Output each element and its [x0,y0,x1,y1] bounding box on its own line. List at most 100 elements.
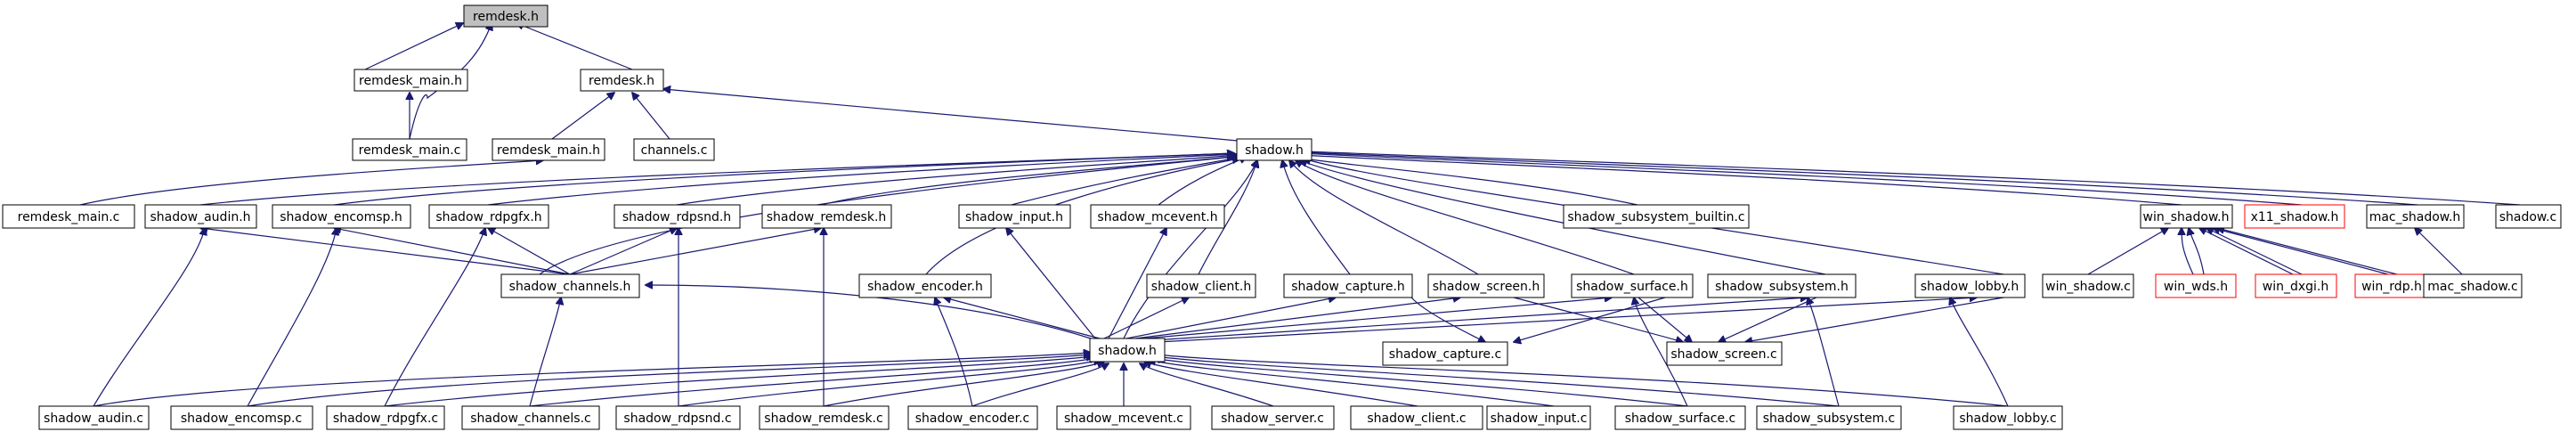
node-remdesk-main-h[interactable]: remdesk_main.h [353,69,468,92]
svg-text:shadow_rdpgfx.c: shadow_rdpgfx.c [333,412,438,426]
edge [334,228,571,275]
node-shadow-subsystem-builtin-c[interactable]: shadow_subsystem_builtin.c [1563,204,1750,229]
svg-text:shadow_audin.c: shadow_audin.c [44,412,143,426]
svg-text:shadow_audin.h: shadow_audin.h [150,210,250,224]
svg-text:mac_shadow.c: mac_shadow.c [2427,280,2517,294]
edge [944,298,1101,339]
node-shadow-h[interactable]: shadow.h [1236,138,1312,161]
svg-text:shadow.c: shadow.c [2499,210,2557,224]
edge [820,156,1239,206]
node-x11-shadow-h[interactable]: x11_shadow.h [2244,204,2345,229]
node-remdesk-h[interactable]: remdesk.h [580,69,664,92]
node-channels-c[interactable]: channels.c [633,138,715,161]
node-shadow-rdpgfx-h[interactable]: shadow_rdpgfx.h [428,204,549,229]
edge [1296,160,1635,275]
edge [1140,363,1274,407]
svg-text:shadow_screen.h: shadow_screen.h [1433,280,1540,294]
node-shadow-encomsp-c[interactable]: shadow_encomsp.c [170,405,313,430]
node-shadow-channels-h[interactable]: shadow_channels.h [500,273,640,298]
node-shadow-subsystem-h[interactable]: shadow_subsystem.h [1707,273,1857,298]
edge [2415,228,2463,275]
node-remdesk-h-root[interactable]: remdesk.h [463,4,549,28]
edge [632,93,670,140]
node-shadow-h-2[interactable]: shadow.h [1089,338,1166,363]
edge [1144,362,1418,407]
node-mac-shadow-h[interactable]: mac_shadow.h [2366,204,2465,229]
node-shadow-surface-h[interactable]: shadow_surface.h [1571,273,1694,298]
svg-text:shadow_screen.c: shadow_screen.c [1670,347,1776,362]
node-win-dxgi-h[interactable]: win_dxgi.h [2255,273,2337,298]
svg-text:shadow_surface.h: shadow_surface.h [1576,280,1688,294]
node-shadow-screen-h[interactable]: shadow_screen.h [1427,273,1545,298]
svg-text:remdesk.h: remdesk.h [589,74,654,88]
node-shadow-capture-h[interactable]: shadow_capture.h [1283,273,1413,298]
svg-text:shadow_encoder.c: shadow_encoder.c [915,412,1030,426]
node-shadow-capture-c[interactable]: shadow_capture.c [1382,341,1508,366]
node-shadow-encomsp-h[interactable]: shadow_encomsp.h [272,204,411,229]
node-shadow-lobby-c[interactable]: shadow_lobby.c [1953,405,2063,430]
node-shadow-subsystem-c[interactable]: shadow_subsystem.c [1756,405,1902,430]
node-mac-shadow-c[interactable]: mac_shadow.c [2423,273,2523,298]
edge [1745,297,2004,342]
svg-text:shadow_channels.c: shadow_channels.c [470,412,591,426]
node-shadow-client-c[interactable]: shadow_client.c [1350,405,1483,430]
node-shadow-rdpgfx-c[interactable]: shadow_rdpgfx.c [326,405,445,430]
edge [2199,228,2294,275]
edge [93,228,205,407]
svg-text:remdesk_main.h: remdesk_main.h [497,143,600,158]
edge [2182,228,2194,275]
edge [364,23,463,70]
node-remdesk-main-h-2[interactable]: remdesk_main.h [492,138,605,161]
edge [1125,298,1336,339]
edge [551,93,614,140]
node-remdesk-main-c-top[interactable]: remdesk_main.c [352,138,467,161]
svg-text:mac_shadow.h: mac_shadow.h [2369,210,2461,224]
node-shadow-remdesk-c[interactable]: shadow_remdesk.c [759,405,890,430]
node-shadow-rdpsnd-h[interactable]: shadow_rdpsnd.h [614,204,741,229]
node-shadow-mcevent-h[interactable]: shadow_mcevent.h [1090,204,1225,229]
node-win-rdp-h[interactable]: win_rdp.h [2354,273,2429,298]
node-win-shadow-h[interactable]: win_shadow.h [2140,204,2233,229]
edge [1304,151,2521,206]
svg-text:shadow_encomsp.h: shadow_encomsp.h [280,210,402,224]
node-shadow-surface-c[interactable]: shadow_surface.c [1614,405,1746,430]
edge [516,23,633,70]
edge [1719,297,1817,342]
edge [823,362,1104,407]
node-shadow-server-c[interactable]: shadow_server.c [1211,405,1335,430]
node-shadow-remdesk-h[interactable]: shadow_remdesk.h [761,204,892,229]
node-win-shadow-c[interactable]: win_shadow.c [2042,273,2134,298]
node-shadow-screen-c[interactable]: shadow_screen.c [1666,341,1783,366]
node-shadow-input-h[interactable]: shadow_input.h [958,204,1071,229]
svg-text:shadow.h: shadow.h [1245,143,1304,158]
svg-text:remdesk.h: remdesk.h [473,10,539,24]
node-shadow-encoder-h[interactable]: shadow_encoder.h [858,273,992,298]
edge [1108,228,1166,339]
svg-text:remdesk_main.c: remdesk_main.c [18,210,120,224]
node-shadow-channels-c[interactable]: shadow_channels.c [461,405,600,430]
node-shadow-audin-c[interactable]: shadow_audin.c [38,405,150,430]
node-shadow-mcevent-c[interactable]: shadow_mcevent.c [1056,405,1191,430]
node-shadow-c[interactable]: shadow.c [2495,204,2562,229]
edge [1156,356,1840,407]
node-shadow-client-h[interactable]: shadow_client.h [1146,273,1256,298]
edge [678,360,1101,407]
edge [247,228,337,407]
edge [1637,297,1692,342]
svg-text:shadow_rdpsnd.c: shadow_rdpsnd.c [623,412,731,426]
node-shadow-encoder-c[interactable]: shadow_encoder.c [907,405,1038,430]
svg-text:win_shadow.h: win_shadow.h [2143,210,2230,224]
edge [1291,157,1638,206]
node-remdesk-main-c[interactable]: remdesk_main.c [2,204,135,229]
node-shadow-audin-h[interactable]: shadow_audin.h [144,204,257,229]
node-win-wds-h[interactable]: win_wds.h [2155,273,2237,298]
node-shadow-input-c[interactable]: shadow_input.c [1486,405,1591,430]
svg-text:remdesk_main.h: remdesk_main.h [359,74,462,88]
edge [1513,297,1683,342]
svg-text:shadow_server.c: shadow_server.c [1221,412,1324,426]
edge [1808,298,1840,407]
node-shadow-rdpsnd-c[interactable]: shadow_rdpsnd.c [615,405,741,430]
edge [1950,298,2009,407]
node-shadow-lobby-h[interactable]: shadow_lobby.h [1914,273,2026,298]
